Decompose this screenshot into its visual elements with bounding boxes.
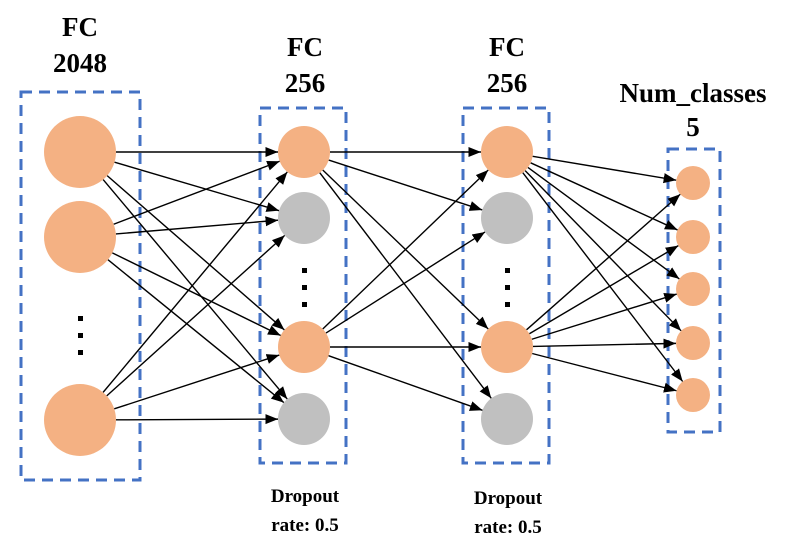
layer-4-title-line2: 5 [686, 112, 700, 142]
connection-arrow [522, 172, 684, 382]
connection-arrow [532, 352, 677, 393]
connection-arrow [322, 169, 489, 330]
layer-1-title-line2: 2048 [53, 48, 107, 78]
output-node [676, 272, 710, 306]
layer-2-dropped-node [278, 192, 330, 244]
connection-arrow [106, 234, 286, 397]
connection-arrow [526, 193, 681, 331]
layer-3-dropped-node [481, 192, 533, 244]
connection-arrow [531, 293, 677, 340]
connection-arrow [114, 354, 280, 410]
layer-2-dropped-node [278, 393, 330, 445]
layer-2-title-line1: FC [287, 32, 323, 62]
connection-arrow [325, 231, 486, 334]
connection-arrow [319, 172, 492, 399]
connection-arrow [529, 245, 679, 335]
output-node [676, 166, 710, 200]
layer-3-ellipsis [505, 268, 510, 307]
connection-arrow [524, 170, 682, 332]
layer-2-active-node [278, 126, 330, 178]
connection-arrow [106, 175, 285, 331]
layer-2-box [258, 106, 348, 465]
output-node [676, 220, 710, 254]
connection-arrow [115, 414, 279, 425]
connection-arrow [530, 162, 678, 231]
connection-arrow [114, 161, 280, 212]
layer-2-dropout-label-line1: Dropout [271, 486, 340, 507]
layer-3-active-node [481, 321, 533, 373]
connections [102, 146, 684, 425]
connection-arrow [532, 338, 677, 349]
layer-3-title-line1: FC [489, 32, 525, 62]
connection-arrow [113, 160, 280, 225]
layer-1-title-line1: FC [62, 12, 98, 42]
layer-3-dropout-label-line2: rate: 0.5 [474, 517, 542, 538]
layer-4-title-line1: Num_classes [620, 78, 767, 108]
layer-2-ellipsis [302, 268, 307, 307]
layer-1-node [44, 201, 116, 273]
layer-3-box [461, 106, 551, 465]
connection-arrow [115, 216, 279, 235]
connection-arrow [112, 252, 281, 337]
layer-4-box [666, 147, 722, 434]
connection-arrow [328, 159, 483, 211]
connection-arrow [107, 259, 285, 404]
output-node [676, 326, 710, 360]
layer-2-active-node [278, 321, 330, 373]
layer-1-ellipsis [78, 316, 83, 355]
layer-3-dropout-label-line1: Dropout [474, 488, 543, 509]
layer-3-active-node [481, 126, 533, 178]
connection-arrow [532, 155, 677, 184]
connection-arrow [328, 355, 483, 411]
layer-3-title-line2: 256 [487, 68, 528, 98]
layer-2-title-line2: 256 [285, 68, 326, 98]
layer-1-node [44, 384, 116, 456]
connection-arrow [102, 171, 288, 393]
layer-2-dropout-label-line2: rate: 0.5 [271, 515, 339, 536]
output-node [676, 378, 710, 412]
layer-1-node [44, 116, 116, 188]
layer-3-dropped-node [481, 393, 533, 445]
